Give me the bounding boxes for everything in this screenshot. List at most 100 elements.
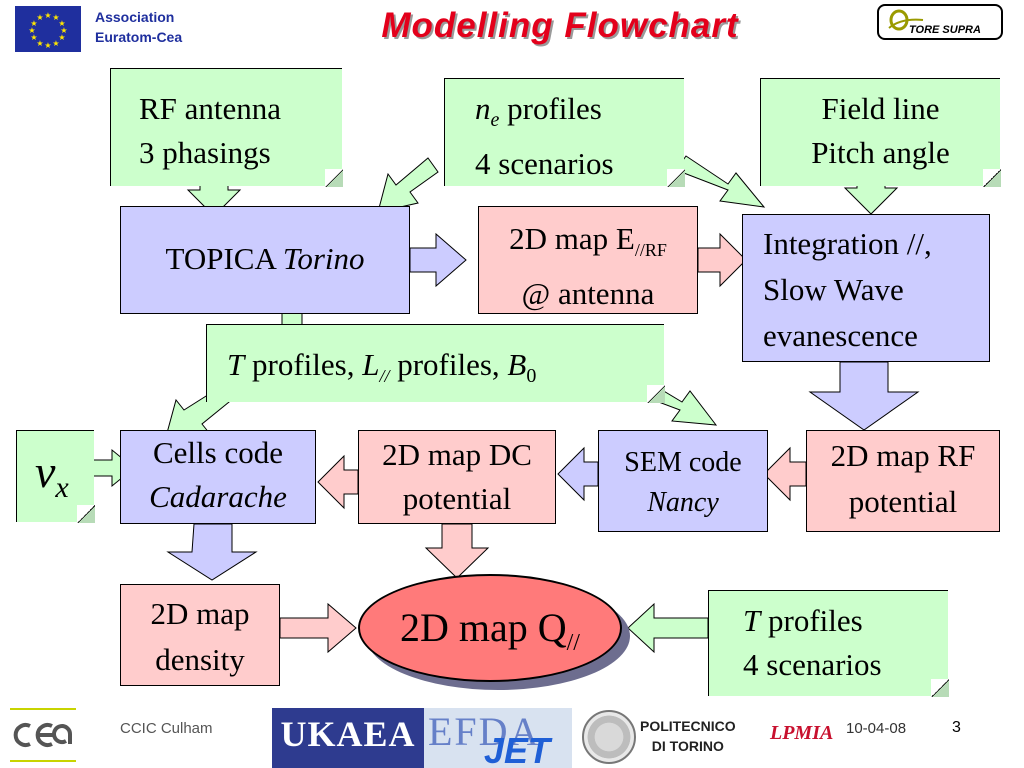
arrow-ne-to-integration	[675, 155, 766, 208]
b-subscript: 0	[526, 365, 537, 388]
arrow-maprf-to-sem	[763, 446, 807, 502]
arrow-integration-to-maprf	[808, 361, 920, 431]
integration-box: Integration //, Slow Wave evanescence	[742, 214, 990, 362]
ne-profiles-line2: 4 scenarios	[475, 146, 614, 182]
map-density-line1: 2D map	[150, 596, 250, 631]
map-e-main: 2D map E	[509, 221, 635, 256]
svg-text:★: ★	[58, 33, 65, 42]
map-q-ellipse: 2D map Q//	[358, 574, 622, 682]
page-number: 3	[952, 719, 961, 736]
t-profiles-bottom-box: T profiles 4 scenarios	[708, 590, 949, 697]
rf-antenna-line2: 3 phasings	[139, 135, 271, 170]
arrow-topica-to-mape	[409, 232, 467, 288]
cells-code-box: Cells code Cadarache	[120, 430, 316, 524]
map-dc-box: 2D map DC potential	[358, 430, 556, 524]
arrow-mapdc-to-cells	[317, 454, 359, 510]
l-profiles-text: profiles,	[389, 347, 508, 382]
topica-place: Torino	[282, 241, 365, 276]
map-dc-line2: potential	[402, 481, 512, 516]
arrow-sem-to-mapdc	[557, 446, 599, 502]
topica-label: TOPICA	[165, 241, 283, 276]
field-line-line2: Pitch angle	[811, 135, 950, 170]
map-e-box: 2D map E//RF @ antenna	[478, 206, 698, 314]
arrow-ne-to-topica	[377, 157, 439, 213]
ne-profiles-line1: ne profiles	[475, 87, 684, 142]
arrow-density-to-q	[279, 602, 357, 654]
svg-text:★: ★	[30, 19, 37, 28]
t-profiles-text: profiles,	[244, 347, 363, 382]
t-bottom-rest: profiles	[760, 603, 863, 638]
t-bottom-symbol: T	[743, 603, 761, 638]
association-line2: Euratom-Cea	[95, 29, 183, 45]
map-density-box: 2D map density	[120, 584, 280, 686]
arrow-mapdc-to-q	[424, 523, 490, 579]
lpmia-logo: LPMIA	[768, 710, 834, 764]
svg-text:★: ★	[36, 13, 43, 22]
politecnico-seal-icon	[582, 710, 636, 764]
association-line1: Association	[95, 9, 175, 25]
ukaea-logo: UKAEA	[272, 708, 424, 768]
integration-line2: Slow Wave	[763, 272, 904, 307]
field-line-box: Field line Pitch angle	[760, 78, 1001, 187]
sem-code-line1: SEM code	[624, 447, 742, 478]
rf-antenna-line1: RF antenna	[139, 91, 282, 126]
profiles-mid-box: T profiles, L// profiles, B0	[206, 324, 665, 403]
vx-symbol: v	[35, 446, 56, 497]
ne-profiles-rest: profiles	[499, 91, 602, 126]
cea-icon	[13, 723, 72, 747]
svg-text:★: ★	[60, 26, 67, 35]
footer-event: CCIC Culham	[120, 720, 213, 737]
integration-line1: Integration //,	[763, 226, 932, 261]
map-e-subscript: //RF	[634, 240, 667, 261]
l-subscript: //	[379, 366, 390, 387]
jet-text: JET	[484, 730, 551, 768]
t-profiles-bottom-line2: 4 scenarios	[743, 647, 882, 682]
map-rf-line1: 2D map RF	[830, 438, 976, 473]
politecnico-line1: POLITECNICO	[640, 718, 736, 734]
svg-text:★: ★	[30, 33, 37, 42]
t-profiles-bottom-line1: T profiles	[743, 599, 948, 643]
lpmia-text: LPMIA	[770, 722, 834, 744]
association-label: Association Euratom-Cea	[95, 7, 182, 47]
efda-text: EFDA	[428, 709, 541, 754]
cells-code-line1: Cells code	[153, 435, 283, 470]
sem-code-place: Nancy	[647, 487, 719, 518]
efda-jet-logo: EFDA JET	[424, 708, 572, 768]
eu-stars-icon: ★★★ ★★★ ★★★ ★★★	[28, 11, 67, 50]
vx-subscript: x	[55, 471, 69, 505]
ne-profiles-box: ne profiles 4 scenarios	[444, 78, 685, 187]
map-dc-line1: 2D map DC	[382, 437, 532, 472]
field-line-line1: Field line	[821, 91, 940, 126]
b-symbol: B	[507, 347, 527, 382]
eu-flag-logo: ★★★ ★★★ ★★★ ★★★	[15, 6, 81, 52]
svg-text:★: ★	[44, 41, 51, 50]
politecnico-label: POLITECNICO DI TORINO	[640, 716, 736, 756]
svg-text:★: ★	[36, 39, 43, 48]
map-e-line2: @ antenna	[521, 276, 655, 312]
tore-supra-emblem-icon	[888, 9, 924, 31]
footer-date: 10-04-08	[846, 720, 907, 737]
svg-text:★: ★	[52, 13, 59, 22]
l-symbol: L	[362, 347, 380, 382]
tore-supra-logo: TORE SUPRA	[877, 4, 1003, 40]
ne-subscript: e	[490, 109, 500, 132]
t-symbol: T	[227, 347, 245, 382]
ne-symbol: n	[475, 91, 491, 126]
map-q-label: 2D map Q	[400, 605, 567, 650]
tore-supra-text: TORE SUPRA	[909, 24, 981, 36]
integration-line3: evanescence	[763, 318, 918, 353]
svg-text:★: ★	[58, 19, 65, 28]
map-rf-box: 2D map RF potential	[806, 430, 1000, 532]
svg-text:★: ★	[52, 39, 59, 48]
vx-box: vx	[16, 430, 95, 523]
cells-code-place: Cadarache	[149, 479, 287, 514]
rf-antenna-box: RF antenna 3 phasings	[110, 68, 343, 187]
svg-text:★: ★	[28, 26, 35, 35]
map-e-line1: 2D map E//RF	[479, 217, 697, 272]
map-density-line2: density	[155, 642, 245, 677]
page-title: Modelling Flowchart	[381, 6, 739, 45]
map-q-subscript: //	[566, 630, 580, 656]
politecnico-line2: DI TORINO	[651, 738, 724, 754]
cea-logo	[10, 708, 76, 762]
map-rf-line2: potential	[848, 484, 958, 519]
